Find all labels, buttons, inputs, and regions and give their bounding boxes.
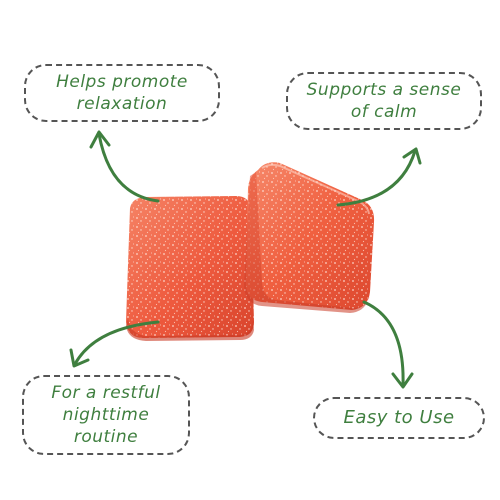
gummy-left: [126, 196, 254, 341]
gummy-right: [244, 162, 375, 313]
callout-relaxation-label: Helps promote relaxation: [56, 72, 188, 114]
curved-arrow-icon: [89, 130, 160, 203]
callout-calm-label: Supports a sense of calm: [306, 80, 462, 122]
callout-easy-to-use: Easy to Use: [313, 397, 485, 439]
callout-nighttime: For a restful nighttime routine: [22, 375, 190, 455]
curved-arrow-icon: [69, 320, 160, 368]
callout-relaxation: Helps promote relaxation: [24, 64, 220, 122]
curved-arrow-icon: [336, 147, 422, 207]
callout-nighttime-label: For a restful nighttime routine: [51, 383, 161, 447]
curved-arrow-icon: [362, 300, 414, 389]
callout-calm: Supports a sense of calm: [286, 72, 482, 130]
callout-easy-to-use-label: Easy to Use: [343, 407, 455, 428]
